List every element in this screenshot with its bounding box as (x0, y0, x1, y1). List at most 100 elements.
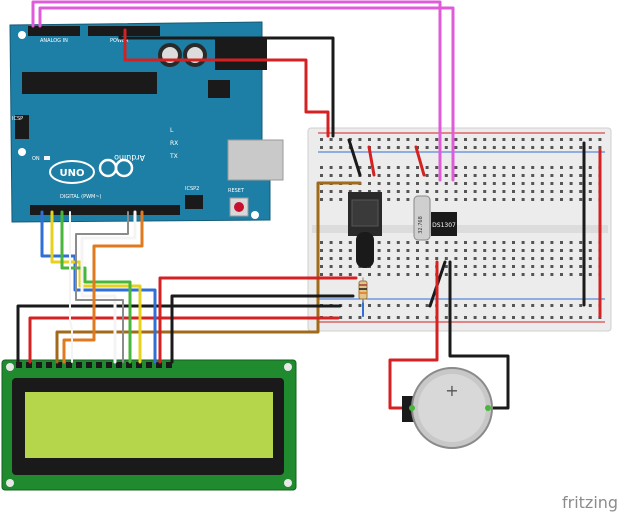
breadboard-hole (588, 257, 592, 260)
breadboard-hole (483, 146, 487, 149)
breadboard-hole (329, 265, 333, 268)
breadboard-hole (483, 304, 487, 307)
breadboard-hole (387, 174, 391, 177)
breadboard-hole (377, 304, 381, 307)
breadboard-hole (416, 174, 419, 177)
breadboard-hole (444, 249, 448, 252)
breadboard-hole (464, 190, 467, 193)
breadboard-hole (521, 241, 525, 244)
breadboard-hole (492, 182, 496, 185)
breadboard-hole (320, 198, 323, 201)
breadboard-hole (569, 166, 573, 169)
breadboard-hole (598, 146, 602, 149)
breadboard-hole (358, 316, 362, 319)
breadboard-hole (339, 249, 343, 252)
breadboard-hole (483, 198, 487, 201)
breadboard-hole (454, 182, 458, 185)
breadboard-hole (329, 146, 333, 149)
breadboard-hole (492, 316, 496, 319)
reset-button (234, 202, 244, 212)
breadboard-hole (512, 241, 515, 244)
breadboard-hole (396, 166, 400, 169)
breadboard-hole (473, 146, 477, 149)
wire-black-lcd-2 (170, 294, 355, 364)
breadboard-hole (339, 146, 343, 149)
breadboard-hole (502, 166, 506, 169)
breadboard-hole (406, 198, 410, 201)
breadboard-hole (540, 249, 544, 252)
breadboard-hole (435, 198, 439, 201)
breadboard-hole (425, 166, 429, 169)
lcd-pin (26, 362, 32, 368)
breadboard-hole (598, 138, 602, 141)
breadboard-hole (339, 273, 343, 276)
breadboard-hole (320, 265, 323, 268)
breadboard-hole (579, 273, 583, 276)
breadboard-hole (329, 241, 333, 244)
breadboard-hole (377, 166, 381, 169)
breadboard-hole (406, 146, 410, 149)
breadboard-hole (444, 190, 448, 193)
breadboard-hole (320, 241, 323, 244)
battery-plus-icon: + (445, 381, 458, 400)
breadboard-hole (339, 265, 343, 268)
breadboard-hole (329, 249, 333, 252)
breadboard-hole (512, 265, 515, 268)
digital-header (30, 205, 180, 215)
breadboard-hole (569, 249, 573, 252)
breadboard-hole (579, 166, 583, 169)
breadboard-hole (512, 146, 515, 149)
breadboard-hole (358, 304, 362, 307)
breadboard-hole (329, 257, 333, 260)
breadboard-hole (550, 304, 554, 307)
breadboard-hole (492, 304, 496, 307)
wire-5v-top (123, 28, 330, 138)
breadboard-hole (329, 166, 333, 169)
digital-header-label: DIGITAL (PWM~) (60, 194, 102, 200)
breadboard-hole (377, 190, 381, 193)
breadboard-hole (560, 146, 563, 149)
breadboard-hole (540, 174, 544, 177)
breadboard-hole (473, 166, 477, 169)
breadboard-hole (329, 273, 333, 276)
brand-label: Arduino (114, 153, 145, 162)
power-jack (215, 38, 267, 70)
breadboard-hole (531, 257, 535, 260)
breadboard-hole (368, 304, 371, 307)
breadboard-hole (569, 241, 573, 244)
breadboard-hole (435, 146, 439, 149)
lcd-pin (156, 362, 162, 368)
breadboard-hole (329, 198, 333, 201)
breadboard-hole (348, 190, 352, 193)
usb-connector (227, 139, 284, 181)
lcd-screen (25, 392, 273, 458)
breadboard-hole (521, 273, 525, 276)
breadboard-hole (540, 257, 544, 260)
icsp-label: ICSP (12, 116, 23, 122)
breadboard-hole (550, 273, 554, 276)
breadboard-hole (550, 146, 554, 149)
breadboard-hole (387, 182, 391, 185)
breadboard-hole (396, 198, 400, 201)
breadboard-hole (483, 166, 487, 169)
breadboard-hole (377, 182, 381, 185)
breadboard-hole (464, 146, 467, 149)
breadboard-hole (598, 316, 602, 319)
breadboard-hole (512, 190, 515, 193)
breadboard-hole (540, 190, 544, 193)
breadboard-hole (339, 257, 343, 260)
breadboard-hole (339, 198, 343, 201)
breadboard-hole (464, 316, 467, 319)
breadboard-hole (540, 182, 544, 185)
breadboard-hole (560, 138, 563, 141)
breadboard-hole (502, 257, 506, 260)
breadboard-hole (502, 182, 506, 185)
breadboard-hole (483, 273, 487, 276)
breadboard-hole (454, 190, 458, 193)
breadboard-hole (435, 249, 439, 252)
breadboard-hole (464, 304, 467, 307)
breadboard-hole (454, 304, 458, 307)
breadboard-hole (473, 304, 477, 307)
breadboard-hole (464, 257, 467, 260)
breadboard-hole (444, 198, 448, 201)
